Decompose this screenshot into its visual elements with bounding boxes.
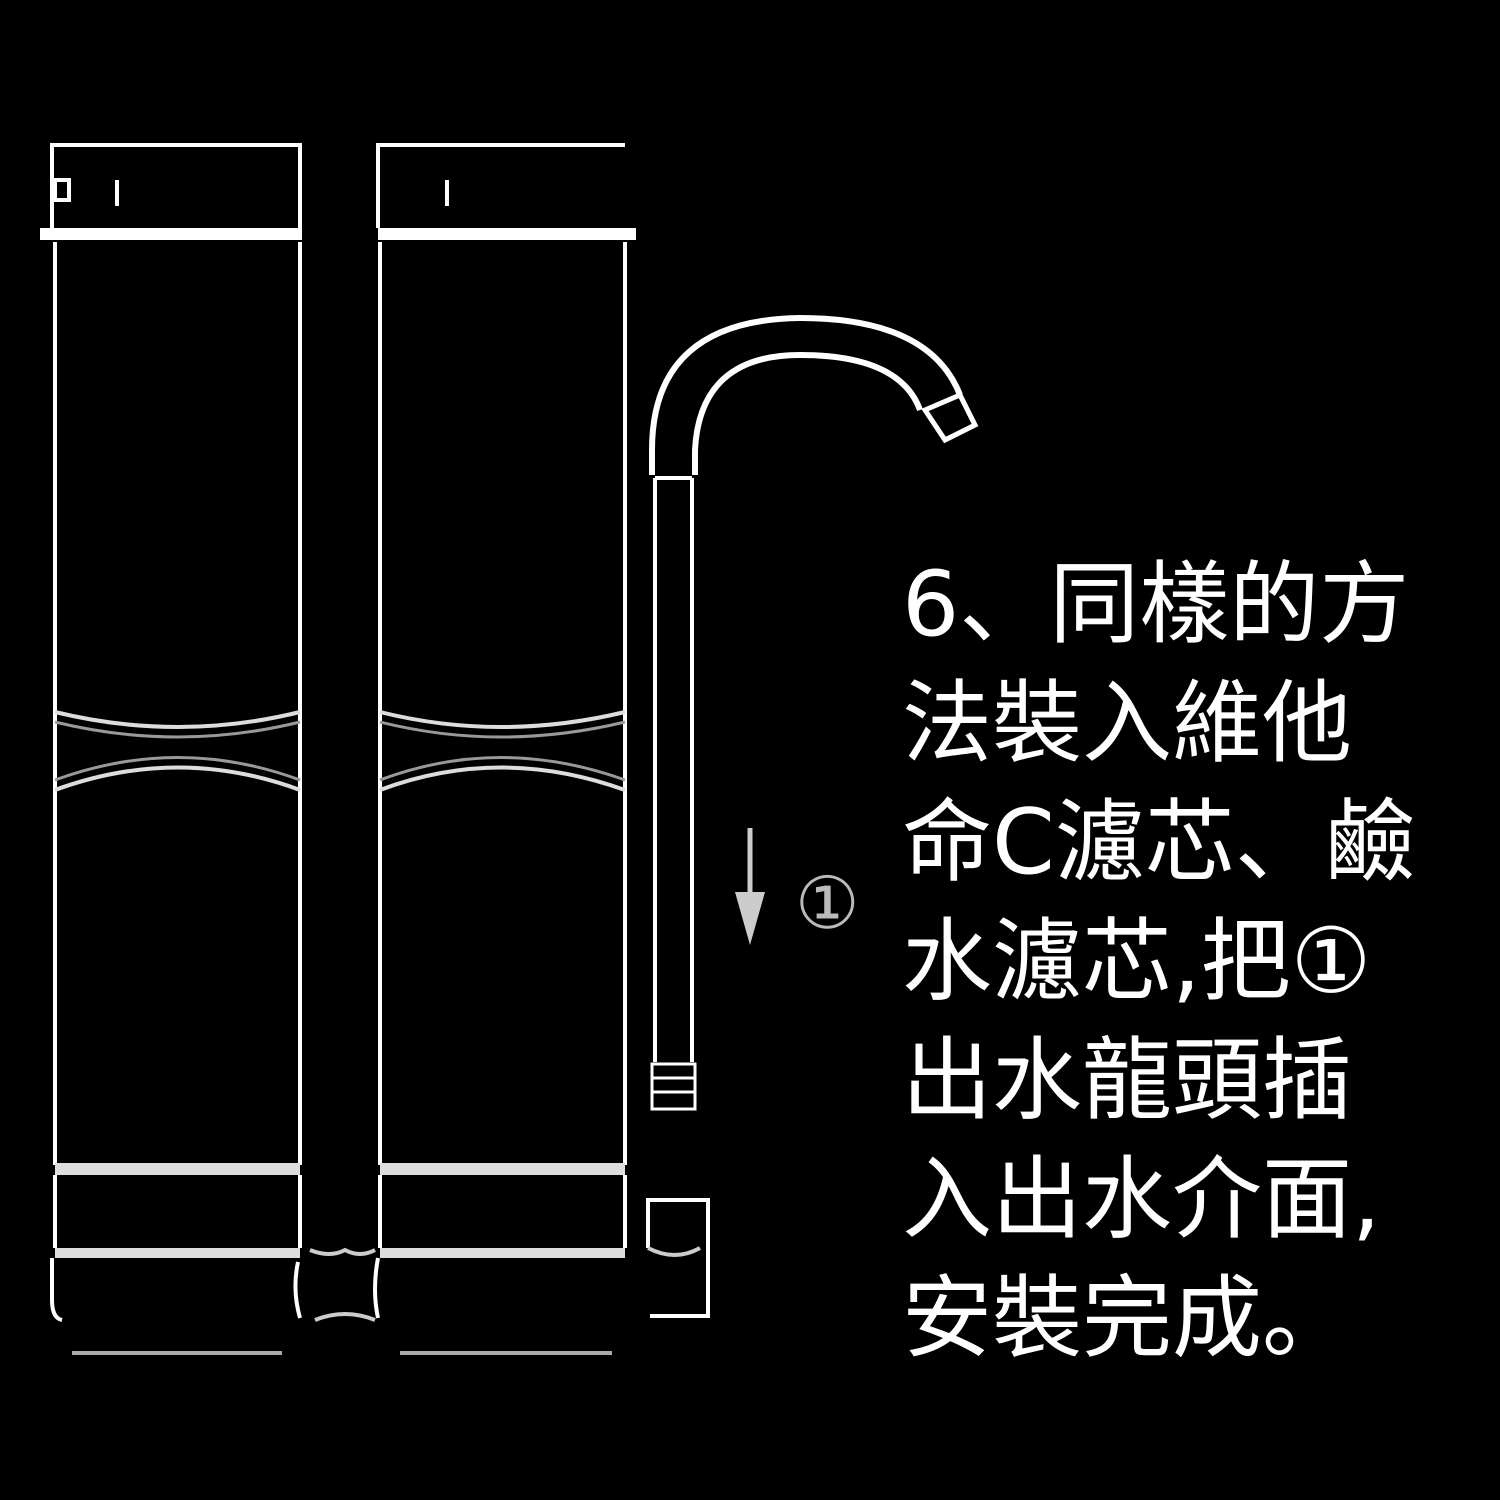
instruction-line: 水濾芯,把① <box>902 909 1372 1014</box>
faucet <box>649 314 979 1111</box>
instruction-line: 法裝入維他 <box>902 671 1352 776</box>
instruction-line: 入出水介面, <box>902 1147 1381 1252</box>
instruction-line: 安裝完成。 <box>902 1266 1352 1371</box>
instruction-line: 6、同樣的方 <box>902 552 1410 657</box>
filter-cartridge-left <box>40 143 302 1355</box>
water-outlet-interface <box>646 1198 710 1318</box>
instruction-text: 6、同樣的方 法裝入維他 命C濾芯、鹼 水濾芯,把① 出水龍頭插 入出水介面, … <box>902 545 1462 1378</box>
step-marker: ① <box>795 861 860 945</box>
filter-cartridge-right <box>373 143 636 1355</box>
base-connector <box>309 1247 376 1322</box>
instruction-line: 命C濾芯、鹼 <box>902 790 1415 895</box>
instruction-line: 出水龍頭插 <box>902 1028 1352 1133</box>
down-arrow-icon <box>735 828 765 945</box>
